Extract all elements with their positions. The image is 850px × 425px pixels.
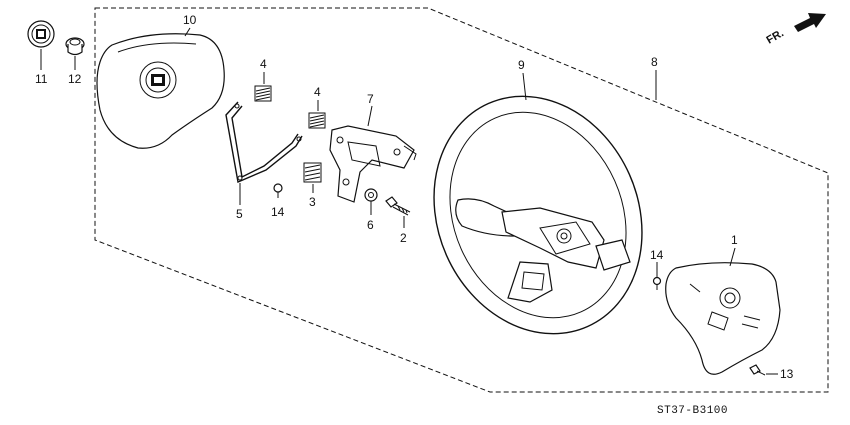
callout-5: 5 [236, 207, 243, 221]
part-11-emblem [27, 20, 55, 48]
callout-7: 7 [367, 92, 374, 106]
direction-label: FR. [765, 27, 786, 46]
part-13-screw [749, 364, 766, 376]
part-5-bracket [225, 101, 303, 183]
part-2-bolt [385, 196, 411, 216]
part-1-rear-cover [665, 262, 781, 375]
callout-6: 6 [367, 218, 374, 232]
part-12-clip [65, 37, 85, 56]
part-3-spring [303, 162, 322, 183]
callout-8: 8 [651, 55, 658, 69]
part-10-horn-pad-cover [96, 33, 225, 149]
part-14-screw-right [652, 276, 662, 290]
callout-4-upper: 4 [260, 57, 267, 71]
assembly-boundary [94, 7, 829, 393]
direction-arrow-icon [794, 13, 826, 32]
part-7-mounting-plate [329, 125, 417, 203]
callout-11: 11 [35, 72, 48, 86]
callout-14-left: 14 [271, 205, 285, 219]
callout-12: 12 [68, 72, 82, 86]
part-4-spring-upper [254, 85, 272, 102]
callout-14-right: 14 [650, 248, 664, 262]
front-direction-indicator: FR. [765, 13, 826, 47]
diagram-code: ST37-B3100 [657, 405, 728, 417]
part-6-washer [364, 188, 378, 202]
callout-9: 9 [518, 58, 525, 72]
callout-13: 13 [780, 367, 794, 381]
callout-3: 3 [309, 195, 316, 209]
part-9-steering-wheel [433, 95, 643, 335]
callout-10: 10 [183, 13, 197, 27]
part-14-screw-left [273, 183, 283, 198]
part-4-spring-middle [308, 112, 326, 129]
callout-2: 2 [400, 231, 407, 245]
callout-4-middle: 4 [314, 85, 321, 99]
callout-1: 1 [731, 233, 738, 247]
